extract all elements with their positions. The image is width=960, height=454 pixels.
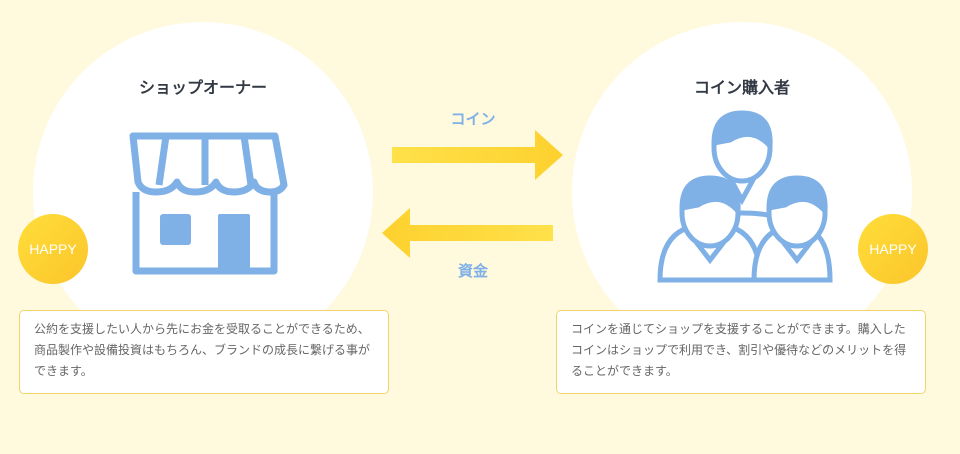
buyer-circle xyxy=(572,22,912,362)
buyer-happy-badge: HAPPY xyxy=(858,214,928,284)
owner-happy-badge: HAPPY xyxy=(18,214,88,284)
buyer-title: コイン購入者 xyxy=(693,78,790,97)
owner-title: ショップオーナー xyxy=(138,78,267,97)
arrow-right-icon xyxy=(392,130,563,180)
funds-flow-label: 資金 xyxy=(457,262,488,280)
arrow-left-icon xyxy=(382,208,553,258)
shop-icon xyxy=(129,132,288,275)
coin-flow-label: コイン xyxy=(450,110,496,128)
people-icon xyxy=(657,110,833,283)
owner-description: 公約を支援したい人から先にお金を受取ることができるため、商品製作や設備投資はもち… xyxy=(19,310,389,394)
buyer-description: コインを通じてショップを支援することができます。購入したコインはショップで利用で… xyxy=(556,310,926,394)
